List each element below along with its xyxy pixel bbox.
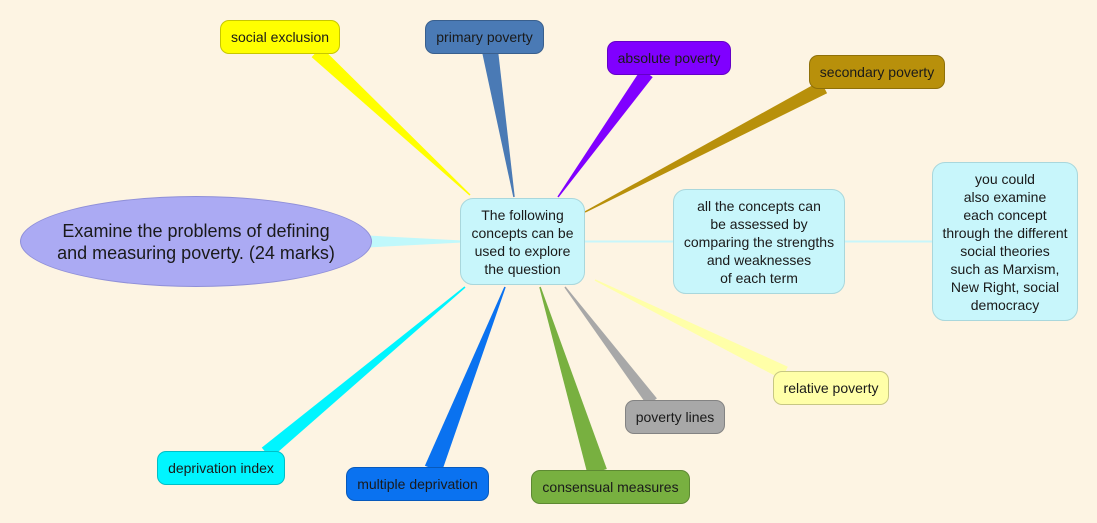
concept-label: multiple deprivation [357,476,478,492]
connector-absolute-poverty [557,68,653,198]
root-question-node[interactable]: Examine the problems of defining and mea… [20,196,372,287]
hub-text: The following concepts can be used to ex… [471,206,574,277]
concept-consensual-measures[interactable]: consensual measures [531,470,690,504]
concept-poverty-lines[interactable]: poverty lines [625,400,725,434]
assessment-note-node[interactable]: all the concepts can be assessed by comp… [673,189,845,294]
connector-secondary-poverty [584,80,828,213]
concept-multiple-deprivation[interactable]: multiple deprivation [346,467,489,501]
concept-label: secondary poverty [819,64,935,80]
concept-label: consensual measures [542,479,679,495]
concept-relative-poverty[interactable]: relative poverty [773,371,889,405]
connector-poverty-lines [564,286,657,406]
concept-absolute-poverty[interactable]: absolute poverty [607,41,731,75]
connector-deprivation-index [261,286,466,459]
concept-deprivation-index[interactable]: deprivation index [157,451,285,485]
concept-label: absolute poverty [617,50,721,66]
connector-multiple-deprivation [424,286,506,473]
concept-label: poverty lines [635,409,715,425]
hub-node[interactable]: The following concepts can be used to ex… [460,198,585,285]
concept-label: deprivation index [168,460,274,476]
connector-root-hub [368,235,463,248]
concept-label: social exclusion [230,29,330,45]
concept-primary-poverty[interactable]: primary poverty [425,20,544,54]
connector-assessment-theory [845,240,932,243]
theory-note-text: you could also examine each concept thro… [942,170,1068,313]
theory-note-node[interactable]: you could also examine each concept thro… [932,162,1078,321]
root-question-text: Examine the problems of defining and mea… [57,220,335,263]
concept-label: relative poverty [783,380,879,396]
connector-relative-poverty [594,279,788,380]
connector-consensual-measures [539,286,607,475]
connector-hub-assessment [582,240,673,243]
connector-social-exclusion [311,46,471,196]
assessment-note-text: all the concepts can be assessed by comp… [683,197,835,286]
concept-label: primary poverty [436,29,533,45]
connector-primary-poverty [482,50,515,198]
concept-secondary-poverty[interactable]: secondary poverty [809,55,945,89]
concept-social-exclusion[interactable]: social exclusion [220,20,340,54]
